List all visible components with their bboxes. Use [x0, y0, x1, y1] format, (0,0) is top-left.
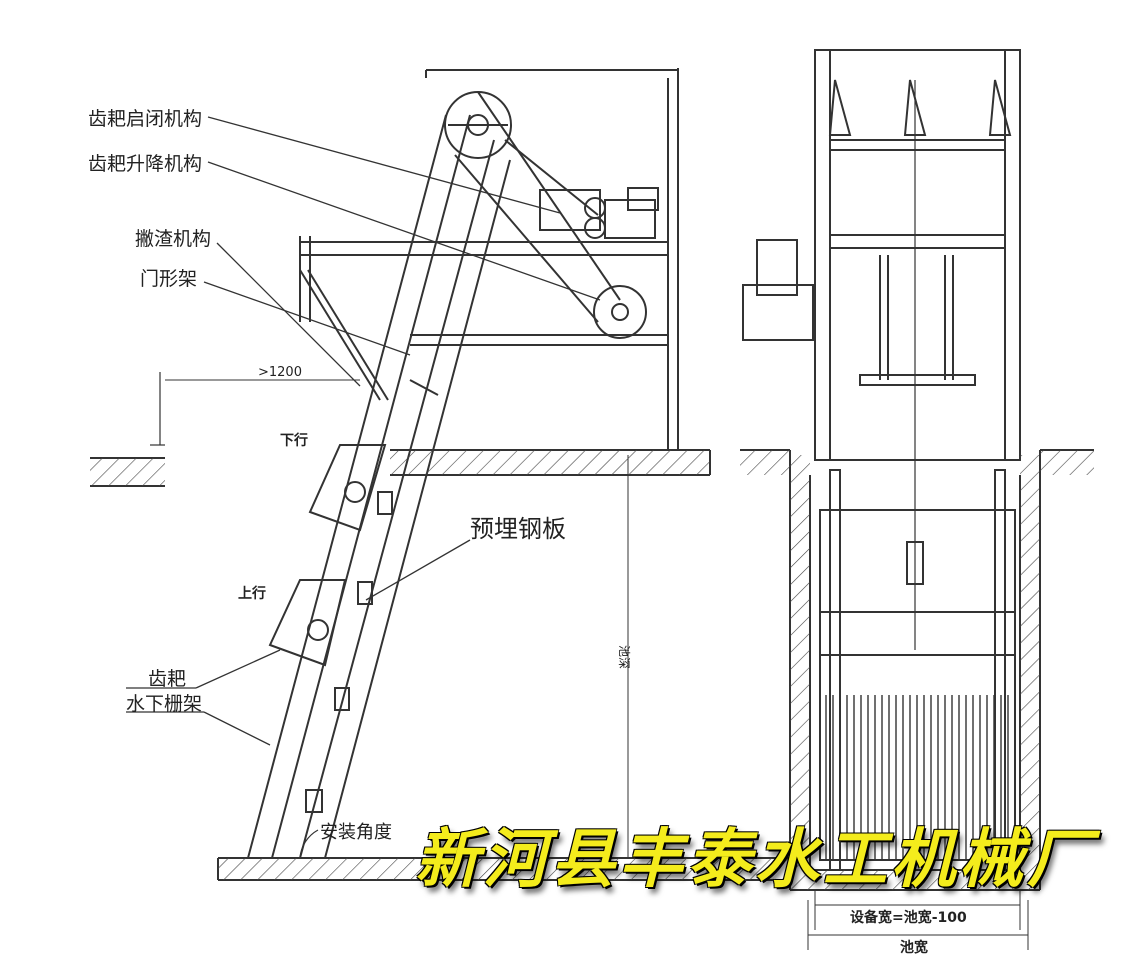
label-underwater-frame: 水下栅架 [126, 693, 202, 715]
screen-bars [825, 695, 1009, 860]
label-rake-lift: 齿耙升降机构 [88, 153, 202, 175]
ground-left-front-hatch [740, 450, 790, 475]
ground-slab-hatch [390, 450, 710, 475]
label-dim-1200: >1200 [258, 365, 302, 380]
floor-slab-hatch [218, 858, 790, 880]
label-install-angle: 安装角度 [320, 822, 392, 843]
label-rake: 齿耙 [148, 668, 186, 690]
side-view [90, 68, 790, 881]
label-equipment-width: 设备宽=池宽-100 [850, 909, 967, 926]
label-gantry: 门形架 [140, 268, 197, 290]
label-pool-width: 池宽 [900, 939, 928, 956]
label-upward: 上行 [238, 585, 266, 602]
ground-right-front-hatch [1040, 450, 1094, 475]
label-rake-open-close: 齿耙启闭机构 [88, 108, 202, 130]
pit-wall-right-hatch [1020, 455, 1040, 890]
label-scraper: 撇渣机构 [135, 228, 211, 250]
ground-left-hatch [90, 458, 165, 486]
company-watermark: 新河县丰泰水工机械厂 [415, 822, 1095, 897]
pit-floor-hatch [810, 870, 1020, 890]
label-depth: 池深 [617, 645, 631, 669]
label-downward: 下行 [280, 432, 308, 449]
label-embedded-plate: 预埋钢板 [470, 515, 566, 543]
pit-wall-left-hatch [790, 455, 810, 890]
